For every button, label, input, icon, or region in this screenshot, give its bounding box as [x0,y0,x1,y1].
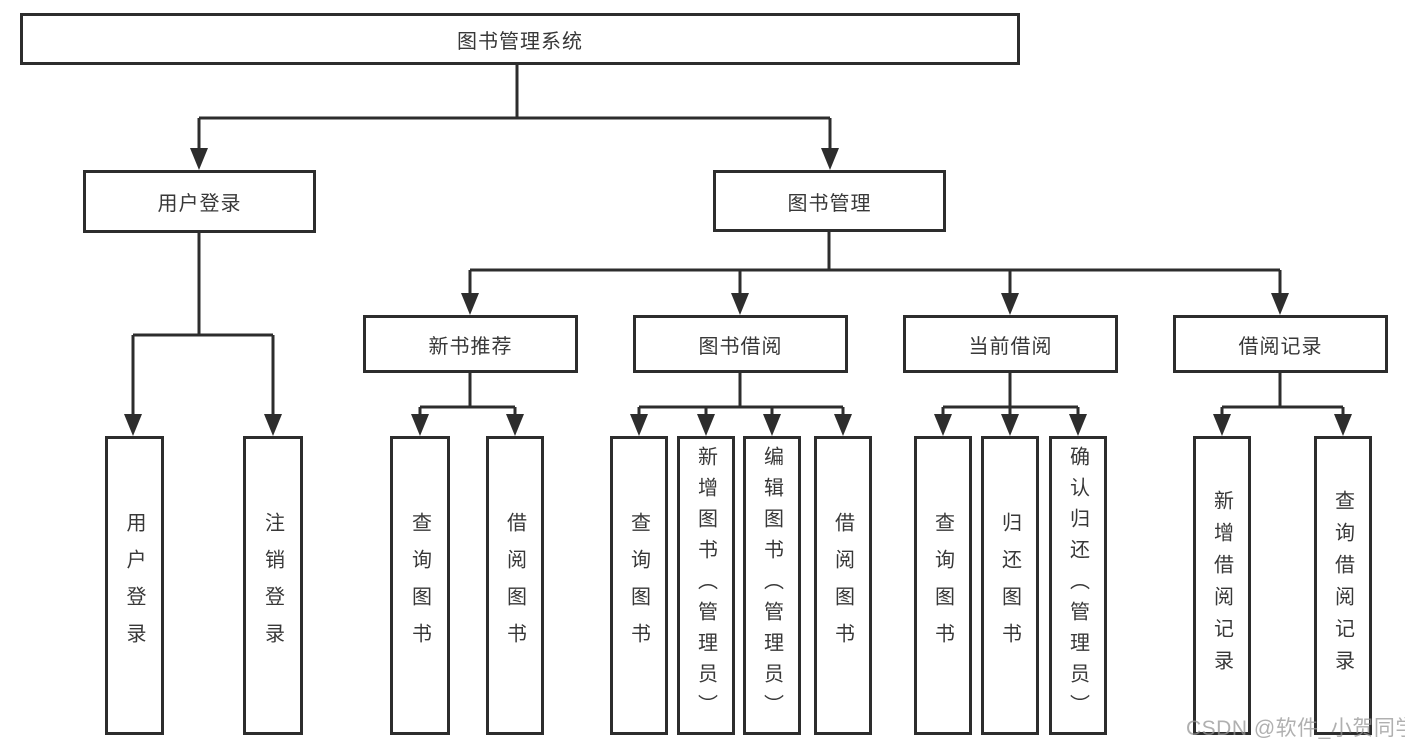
node-borrow-records: 借阅记录 [1173,315,1388,373]
connector-book-mgmt [468,232,1282,295]
node-root: 图书管理系统 [20,13,1020,65]
node-current-borrow: 当前借阅 [903,315,1118,373]
leaf-borrow-edit-book: 编辑图书（管理员） [743,436,801,735]
leaf-records-query-record-label: 查询借阅记录 [1331,489,1354,682]
node-user-login-label: 用户登录 [157,193,242,215]
leaf-logout: 注销登录 [243,436,303,735]
node-book-borrow-label: 图书借阅 [698,335,783,358]
arrowheads [124,148,1352,436]
leaf-recommend-query-book-label: 查询图书 [408,511,431,660]
node-book-management: 图书管理 [713,170,946,232]
node-current-borrow-label: 当前借阅 [968,335,1053,358]
connector-borrow-records [1220,373,1345,416]
leaf-borrow-edit-book-label: 编辑图书（管理员） [760,446,783,725]
leaf-user-login: 用户登录 [105,436,164,735]
leaf-current-return-book-label: 归还图书 [998,511,1021,660]
leaf-current-query-book: 查询图书 [914,436,972,735]
node-book-management-label: 图书管理 [787,192,872,215]
leaf-user-login-label: 用户登录 [123,511,145,660]
leaf-recommend-borrow-book-label: 借阅图书 [503,511,526,660]
connector-book-borrow [637,373,845,416]
leaf-current-confirm-return: 确认归还（管理员） [1049,436,1107,735]
leaf-recommend-query-book: 查询图书 [390,436,450,735]
connector-user-login [131,233,275,416]
leaf-records-query-record: 查询借阅记录 [1314,436,1372,735]
leaf-records-add-record: 新增借阅记录 [1193,436,1251,735]
leaf-borrow-borrow-book: 借阅图书 [814,436,872,735]
node-book-borrow: 图书借阅 [633,315,848,373]
leaf-records-add-record-label: 新增借阅记录 [1210,489,1233,682]
connector-current-borrow [941,373,1080,416]
leaf-logout-label: 注销登录 [261,511,284,660]
connector-new-book-rec [418,373,517,416]
node-new-book-recommend-label: 新书推荐 [428,335,513,358]
leaf-recommend-borrow-book: 借阅图书 [486,436,544,735]
connector-root [197,65,832,150]
leaf-borrow-borrow-book-label: 借阅图书 [831,511,854,660]
node-new-book-recommend: 新书推荐 [363,315,578,373]
csdn-watermark: CSDN @软件_小贺同学 [1186,717,1405,740]
leaf-borrow-add-book: 新增图书（管理员） [677,436,735,735]
leaf-borrow-query-book: 查询图书 [610,436,668,735]
leaf-current-return-book: 归还图书 [981,436,1039,735]
node-borrow-records-label: 借阅记录 [1238,335,1323,358]
node-root-label: 图书管理系统 [457,30,583,53]
leaf-borrow-query-book-label: 查询图书 [627,511,650,660]
node-user-login: 用户登录 [83,170,316,233]
leaf-current-query-book-label: 查询图书 [931,511,954,660]
leaf-borrow-add-book-label: 新增图书（管理员） [694,446,717,725]
leaf-current-confirm-return-label: 确认归还（管理员） [1066,446,1089,725]
